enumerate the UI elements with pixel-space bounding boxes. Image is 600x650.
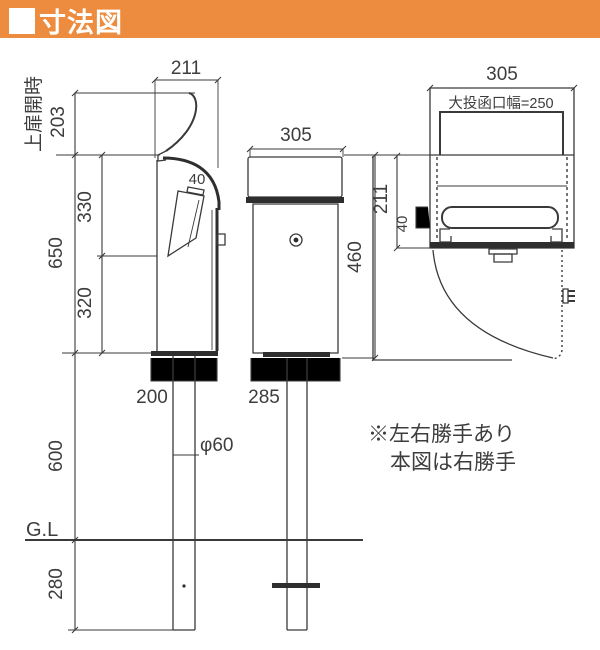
inner-flap <box>168 191 204 256</box>
corner-bracket-right <box>551 229 562 242</box>
dim-lower-section: 320 <box>75 287 96 319</box>
note-line-2: 本図は右勝手 <box>390 451 516 474</box>
slot-width-label: 大投函口幅=250 <box>448 95 553 112</box>
lock-dial <box>290 234 302 246</box>
dim-front-width: 305 <box>280 125 312 146</box>
label-open-door: 上扉開時 <box>23 76 45 152</box>
closed-lid-profile <box>163 158 219 210</box>
side-view: 211 上扉開時 203 650 600 280 <box>23 58 363 633</box>
door-open-outline <box>373 156 512 360</box>
note-text: ※左右勝手あり 本図は右勝手 <box>368 423 516 474</box>
dim-pole-diameter: φ60 <box>200 435 233 456</box>
page-title: 寸法図 <box>39 7 123 38</box>
latch-plate <box>489 249 517 254</box>
note-line-1: ※左右勝手あり <box>368 423 515 446</box>
open-lid-arc <box>166 93 196 151</box>
front-lid <box>248 157 342 197</box>
corner-bracket-left <box>440 229 451 242</box>
plan-view: 305 大投函口幅=250 211 <box>371 64 577 360</box>
front-lid-band <box>246 197 344 203</box>
dim-plan-width: 305 <box>486 64 518 85</box>
dim-side-base-width: 200 <box>136 387 168 408</box>
dim-front-height: 460 <box>345 241 366 273</box>
dim-pole-below: 280 <box>46 568 67 600</box>
dim-plan-depth: 211 <box>371 184 392 214</box>
anchor-plate <box>272 583 320 588</box>
dim-open-height: 203 <box>48 106 69 138</box>
front-base-plate <box>263 352 330 357</box>
dim-front-base-width: 285 <box>248 387 280 408</box>
side-base-plate <box>151 351 218 356</box>
header-square-icon <box>9 8 35 34</box>
door-swing-arc <box>433 250 553 358</box>
dim-upper-section: 330 <box>75 191 96 223</box>
dim-pole-above: 600 <box>46 440 67 472</box>
dim-total-height: 650 <box>46 237 67 269</box>
inner-slot <box>442 207 558 228</box>
front-view: 305 460 285 <box>246 125 378 630</box>
dim-plan-slot: 40 <box>394 216 411 233</box>
plan-front-band <box>430 242 574 248</box>
plan-side-knob <box>563 289 568 303</box>
latch-knob <box>494 254 512 262</box>
side-knob <box>217 234 225 245</box>
door-closed-dotted <box>552 250 562 359</box>
front-body <box>253 204 338 353</box>
dim-side-top-width: 211 <box>171 58 201 79</box>
technical-drawing: 211 上扉開時 203 650 600 280 <box>23 58 600 650</box>
slot-opening <box>440 112 563 155</box>
section-header: 寸法図 <box>0 0 600 38</box>
dim-flap-tab: 40 <box>189 171 206 188</box>
ground-line-label: G.L <box>26 519 58 541</box>
